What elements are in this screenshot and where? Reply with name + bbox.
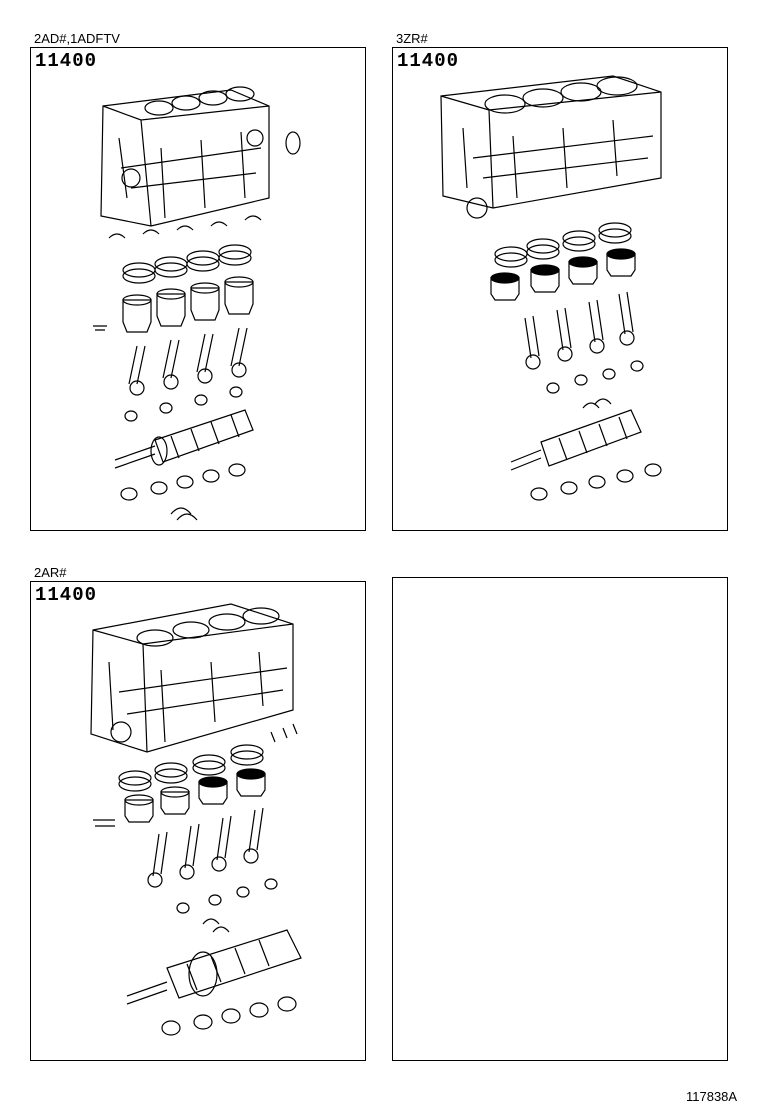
panel-3-part-number: 11400 [35,584,98,606]
panel-1-caption: 2AD#,1ADFTV [34,31,120,46]
panel-2-part-number: 11400 [397,50,460,72]
engine-block-assembly-illustration-3 [31,582,365,1060]
panel-1: 11400 [30,47,366,531]
engine-block-assembly-illustration-1 [31,48,365,530]
panel-2: 11400 [392,47,728,531]
panel-1-part-number: 11400 [35,50,98,72]
panel-3-caption: 2AR# [34,565,67,580]
engine-block-assembly-illustration-2 [393,48,727,530]
panel-2-caption: 3ZR# [396,31,428,46]
panel-3: 11400 [30,581,366,1061]
panel-4 [392,577,728,1061]
figure-number: 117838A [686,1089,738,1104]
